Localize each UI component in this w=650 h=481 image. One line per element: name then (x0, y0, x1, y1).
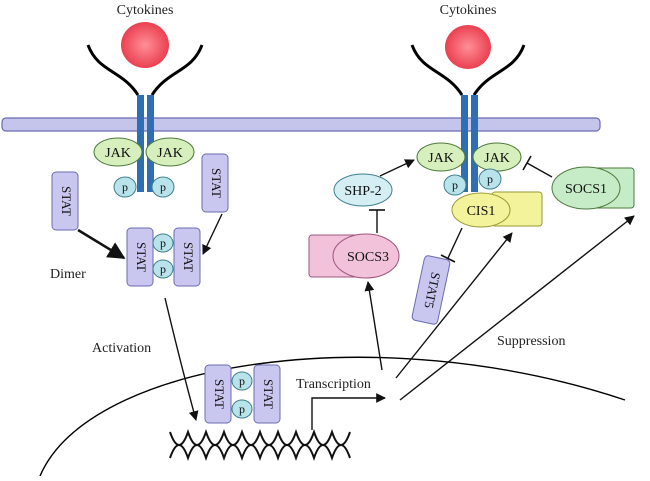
phospho-right-a-label: p (452, 178, 458, 192)
receptor-arm-left-b (150, 44, 204, 96)
socs3-label: SOCS3 (347, 250, 389, 265)
socs1-protein: SOCS1 (551, 166, 635, 210)
arrow-gene-to-transcription (311, 393, 386, 430)
stat-dimer-nucleus-p-a: p (239, 374, 245, 388)
receptor-arm-left-a (86, 44, 140, 96)
receptor-chain-left-a (137, 95, 144, 192)
phospho-right-b: p (478, 168, 502, 190)
stat-dimer-cytoplasm-label-b: STAT (181, 242, 196, 272)
socs3-protein: SOCS3 (308, 233, 400, 279)
dna-strand-b (169, 444, 351, 462)
cis1-label: CIS1 (467, 204, 496, 219)
jak-left-a-label: JAK (105, 146, 131, 161)
dna-helix (169, 428, 351, 462)
jak-right-a: JAK (416, 142, 466, 172)
receptor-chain-right-b (471, 95, 478, 192)
stat-monomer-right: STAT (201, 153, 229, 213)
shp2-protein: SHP-2 (333, 173, 393, 207)
stat-dimer-nucleus-label-b: STAT (261, 379, 276, 409)
receptor-arm-right-b (472, 44, 526, 96)
stat-monomer-right-label: STAT (209, 168, 224, 198)
cytokines-label-left: Cytokines (117, 3, 174, 18)
inhibition-socs1-jak (526, 162, 553, 178)
receptor-arm-right-a (410, 44, 464, 96)
jak-right-a-label: JAK (428, 151, 454, 166)
stat-dimer-cytoplasm-p-b: p (160, 262, 166, 276)
arrow-transcription-to-socs3 (364, 281, 383, 371)
suppression-label: Suppression (497, 334, 565, 349)
stat-dimer-nucleus: STAT STAT p p (204, 364, 281, 424)
cis1-protein: CIS1 (451, 191, 543, 228)
nucleus-envelope (39, 356, 626, 477)
arrow-dimer-to-nucleus (164, 297, 199, 421)
cytokine-ligand-right (445, 25, 491, 69)
arrow-transcription-to-cis1 (395, 232, 513, 379)
arrow-shp2-to-jak (379, 159, 415, 177)
stat-monomer-left: STAT (51, 171, 79, 231)
phospho-left-a-label: p (122, 180, 128, 194)
arrow-transcription-to-socs1 (399, 215, 635, 401)
transcription-label: Transcription (296, 377, 371, 392)
inhibition-socs1-jak-bar (522, 155, 532, 171)
jak-left-b: JAK (145, 137, 195, 167)
cytokine-ligand-left (121, 22, 169, 68)
dna-strand-a (169, 428, 351, 446)
stat-dimer-nucleus-label-a: STAT (212, 379, 227, 409)
jak-right-b: JAK (472, 142, 522, 172)
stat-dimer-nucleus-p-b: p (239, 402, 245, 416)
stat5-label: STAT5 (421, 271, 443, 310)
phospho-left-a: p (113, 176, 137, 198)
cell-membrane (1, 117, 601, 132)
phospho-right-b-label: p (487, 172, 493, 186)
socs1-label: SOCS1 (565, 182, 607, 197)
inhibition-cis1-stat5 (447, 227, 463, 259)
stat-monomer-left-label: STAT (59, 186, 74, 216)
receptor-chain-right-a (461, 95, 468, 192)
phospho-left-b-label: p (160, 180, 166, 194)
activation-label: Activation (92, 341, 151, 356)
shp2-label: SHP-2 (344, 184, 381, 199)
phospho-left-b: p (151, 176, 175, 198)
inhibition-cis1-stat5-bar (440, 254, 456, 263)
jak-left-a: JAK (93, 137, 143, 167)
arrow-stat-to-dimer-right (202, 213, 223, 255)
jak-right-b-label: JAK (484, 151, 510, 166)
stat-dimer-cytoplasm-label-a: STAT (134, 242, 149, 272)
stat-dimer-cytoplasm: STAT STAT p p (126, 227, 201, 287)
cytokines-label-right: Cytokines (440, 3, 497, 18)
dimer-label: Dimer (50, 267, 86, 282)
jak-left-b-label: JAK (157, 146, 183, 161)
arrow-stat-to-dimer-left (77, 228, 126, 260)
stat-dimer-cytoplasm-p-a: p (160, 236, 166, 250)
phospho-right-a: p (443, 174, 467, 196)
stat5-protein: STAT5 (411, 255, 451, 325)
